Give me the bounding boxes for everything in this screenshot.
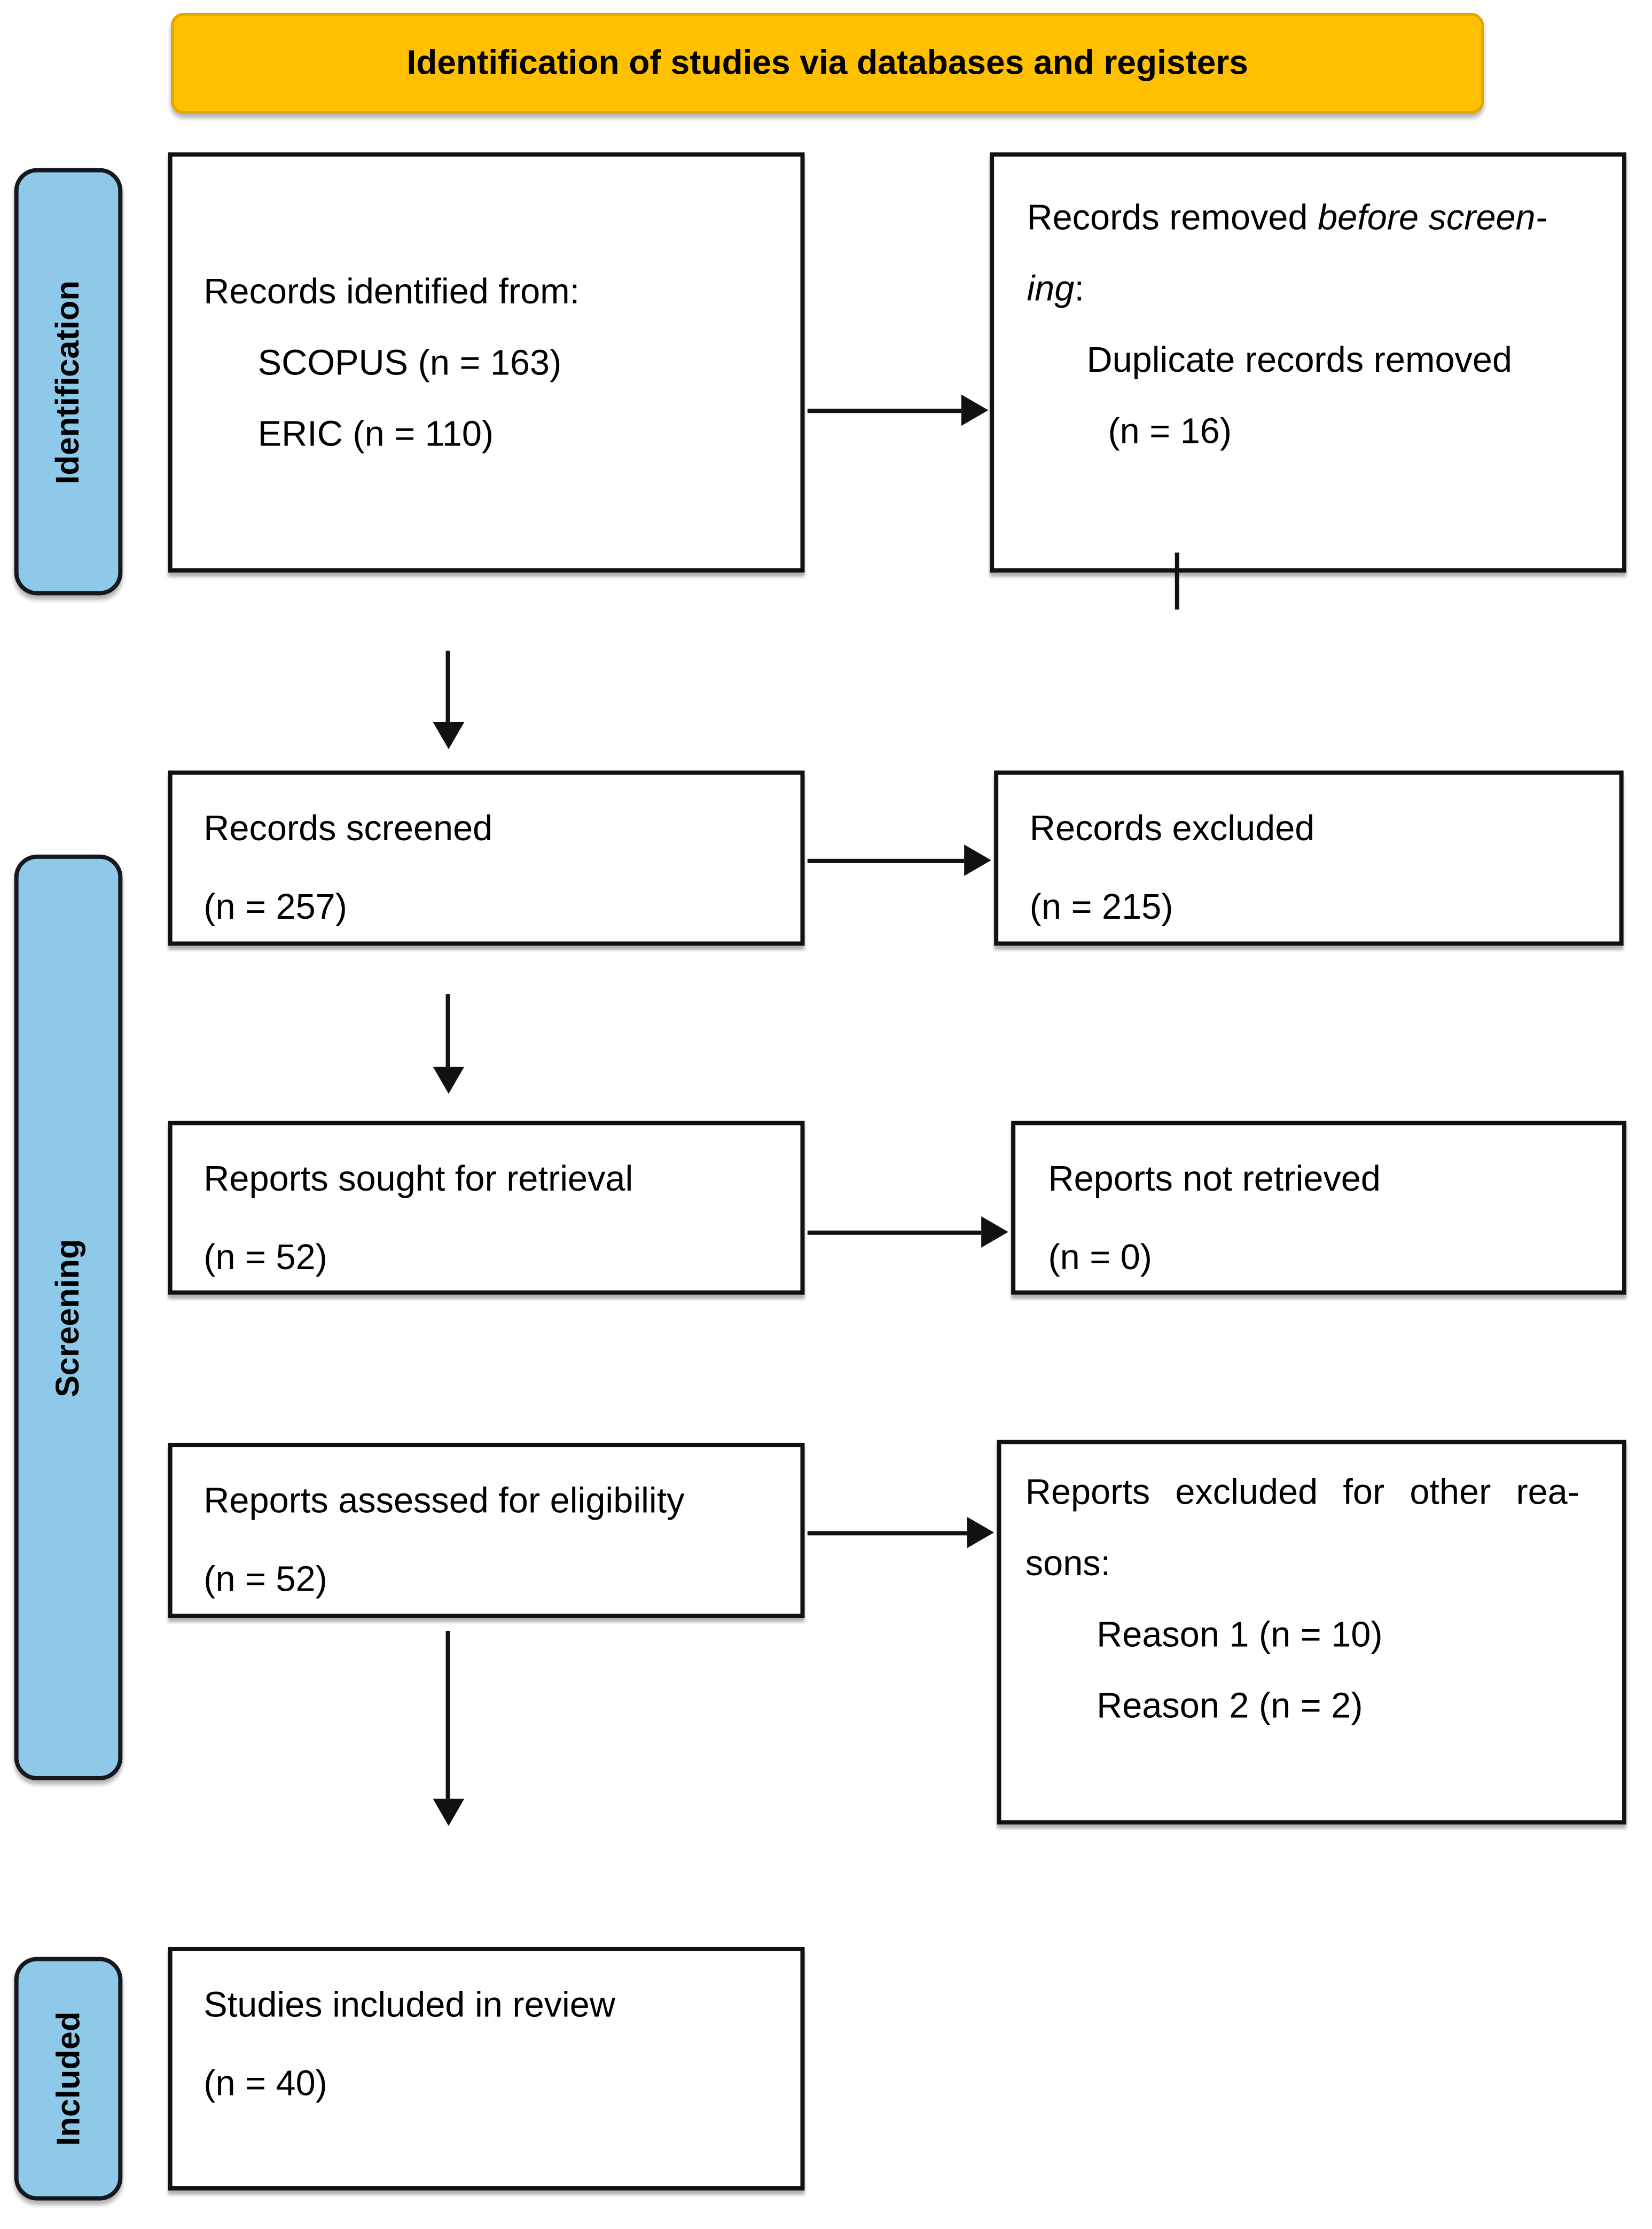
arrow-screened-to-sought-shaft <box>445 994 450 1067</box>
reports-excluded-other-reason2: Reason 2 (n = 2) <box>1097 1686 1363 1726</box>
records-removed-count: (n = 16) <box>1108 411 1232 452</box>
records-identified-title: Records identified from: <box>203 271 580 311</box>
arrow-screened-to-excluded-head-icon <box>964 844 991 876</box>
arrow-screened-to-sought-head-icon <box>433 1067 465 1094</box>
reports-sought-count: (n = 52) <box>203 1238 327 1278</box>
records-screened-count: (n = 257) <box>203 887 347 927</box>
reports-excluded-other-title-line2: sons: <box>1025 1544 1111 1584</box>
box-reports-not-retrieved: Reports not retrieved (n = 0) <box>1011 1121 1627 1295</box>
studies-included-title: Studies included in review <box>203 1985 616 2025</box>
reports-excluded-other-reason1: Reason 1 (n = 10) <box>1097 1615 1383 1655</box>
box-studies-included: Studies included in review (n = 40) <box>168 1946 805 2191</box>
stage-band-screening: Screening <box>14 854 123 1780</box>
records-removed-title-line1: Records removed before screen- <box>1027 198 1547 238</box>
reports-sought-title: Reports sought for retrieval <box>203 1159 633 1200</box>
stage-band-included: Included <box>14 1957 123 2201</box>
stage-label-identification: Identification <box>49 279 87 484</box>
arrow-identified-to-removed-shaft <box>807 409 961 413</box>
banner-title: Identification of studies via databases … <box>406 43 1248 82</box>
arrow-assessed-to-excludedother-shaft <box>807 1531 967 1536</box>
records-identified-source-scopus: SCOPUS (n = 163) <box>257 342 562 382</box>
arrow-assessed-to-excludedother-head-icon <box>967 1516 995 1548</box>
studies-included-count: (n = 40) <box>203 2063 327 2104</box>
stage-label-screening: Screening <box>49 1238 87 1397</box>
box-reports-sought: Reports sought for retrieval (n = 52) <box>168 1121 805 1295</box>
reports-not-retrieved-count: (n = 0) <box>1048 1238 1152 1278</box>
records-identified-source-eric: ERIC (n = 110) <box>257 413 494 454</box>
arrow-assessed-to-included-head-icon <box>433 1798 465 1826</box>
records-removed-detail: Duplicate records removed <box>1086 340 1513 380</box>
arrow-identified-to-screened-shaft <box>445 651 450 722</box>
reports-assessed-count: (n = 52) <box>203 1559 327 1600</box>
connector-stub-below-removed <box>1175 552 1179 610</box>
box-reports-excluded-other-reasons: Reports excluded for other rea- sons: Re… <box>997 1440 1627 1825</box>
arrow-screened-to-excluded-shaft <box>807 858 965 863</box>
stage-label-included: Included <box>49 2011 87 2146</box>
box-records-removed-before-screening: Records removed before screen- ing: Dupl… <box>990 152 1627 573</box>
box-records-excluded: Records excluded (n = 215) <box>994 770 1624 946</box>
reports-not-retrieved-title: Reports not retrieved <box>1048 1159 1381 1200</box>
box-records-screened: Records screened (n = 257) <box>168 770 805 946</box>
banner: Identification of studies via databases … <box>170 12 1484 114</box>
records-excluded-count: (n = 215) <box>1029 887 1173 927</box>
arrow-identified-to-screened-head-icon <box>433 722 465 749</box>
box-records-identified: Records identified from: SCOPUS (n = 163… <box>168 152 805 573</box>
reports-excluded-other-title-line1: Reports excluded for other rea- <box>1025 1473 1580 1513</box>
arrow-sought-to-notretrieved-head-icon <box>981 1216 1008 1248</box>
records-excluded-title: Records excluded <box>1029 809 1315 849</box>
arrow-identified-to-removed-head-icon <box>961 394 989 426</box>
reports-assessed-title: Reports assessed for eligibility <box>203 1481 685 1521</box>
stage-band-identification: Identification <box>14 168 123 596</box>
arrow-assessed-to-included-shaft <box>445 1631 450 1799</box>
arrow-sought-to-notretrieved-shaft <box>807 1230 982 1235</box>
box-reports-assessed: Reports assessed for eligibility (n = 52… <box>168 1443 805 1618</box>
records-removed-title-line2: ing: <box>1027 269 1085 309</box>
records-screened-title: Records screened <box>203 809 493 849</box>
